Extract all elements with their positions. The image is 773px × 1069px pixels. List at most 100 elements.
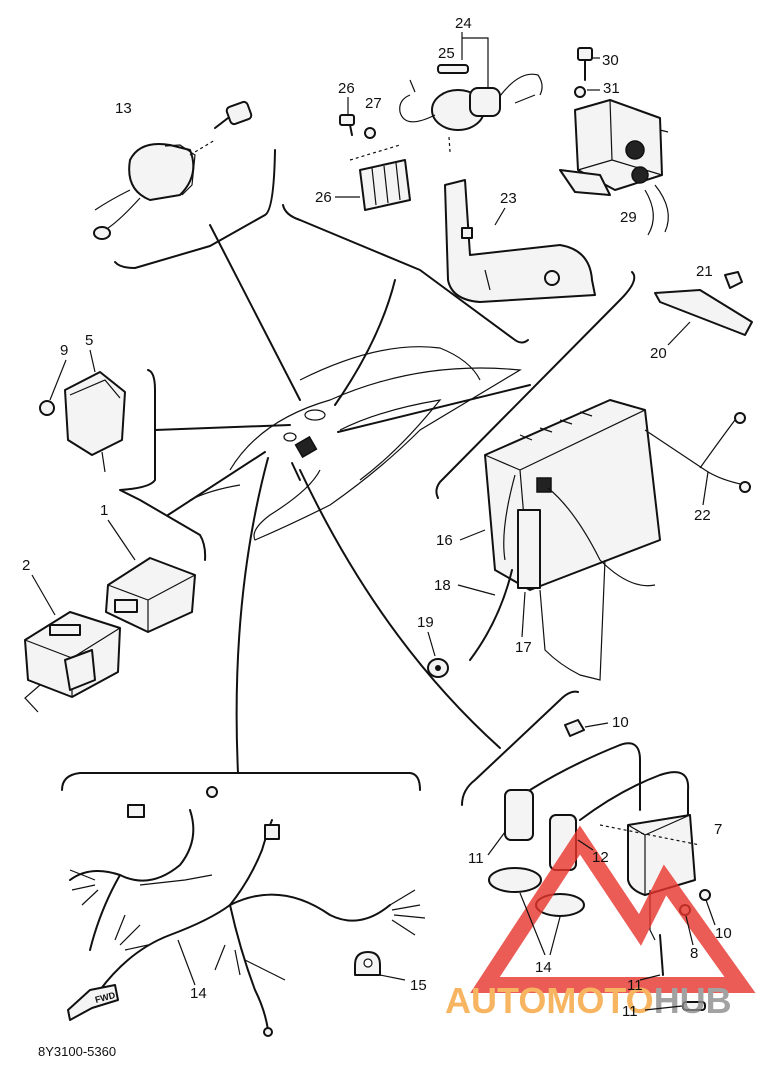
cdi-edges: [107, 574, 196, 632]
label-11-a: 11: [468, 850, 484, 867]
key-blade: [214, 117, 229, 129]
battery-lead: [547, 487, 656, 587]
washer-28: [364, 127, 376, 139]
relay-cap: [469, 87, 501, 117]
lead-rectifier: [154, 424, 291, 431]
label-21: 21: [696, 263, 713, 280]
label-19: 19: [417, 614, 434, 631]
label-25: 25: [438, 45, 455, 62]
harness-plug-1: [127, 804, 145, 818]
leader-10: [644, 1005, 683, 1011]
harness-end-terminal: [263, 1027, 273, 1037]
bracket-harness: [61, 772, 421, 791]
harness-lead: [139, 874, 213, 886]
screw-10: [682, 1001, 706, 1011]
main-switch: [93, 100, 253, 240]
label-9: 10: [612, 714, 629, 731]
starter-relay-foot: [559, 169, 611, 196]
lead-relay: [334, 279, 396, 406]
relay-assembly: [399, 64, 543, 153]
tank-top: [299, 346, 481, 381]
cable-22-branch: [699, 419, 736, 469]
relay-wire-left: [399, 94, 436, 123]
harness-end-wires: [389, 889, 426, 936]
label-8: 11: [627, 977, 643, 994]
main-switch-wire-2: [107, 197, 141, 229]
starter-relay-wires: [644, 184, 669, 236]
label-29: 29: [620, 209, 637, 226]
leader-11-b: [577, 839, 594, 851]
label-11-b: 12: [592, 849, 609, 866]
battery-band: [654, 271, 753, 336]
label-24: 24: [455, 15, 472, 32]
bracket-23-hole: [544, 270, 560, 286]
relay-plug: [514, 94, 536, 104]
plug-lead-2: [579, 771, 690, 821]
battery-caps: [519, 411, 593, 441]
grommet-19-hole: [435, 665, 441, 671]
bracket-23-mark: [484, 269, 491, 291]
breather-hose: [427, 569, 513, 678]
front-tube: [189, 484, 241, 501]
clamp-hole: [363, 958, 373, 968]
leader-4: [49, 359, 67, 401]
label-30: 30: [602, 52, 619, 69]
washer-31: [574, 86, 586, 98]
battery: [484, 399, 661, 681]
frame-box: [294, 435, 318, 459]
harness-branch-top: [69, 809, 195, 882]
leader-23: [494, 207, 506, 226]
label-16: 16: [436, 532, 453, 549]
lead-cdi: [167, 451, 266, 516]
plug-lead-1: [529, 742, 641, 811]
leader-19: [427, 631, 436, 657]
terminal-tab: [659, 129, 669, 133]
frame-mount-1: [304, 409, 326, 421]
label-22: 22: [694, 507, 711, 524]
harness-main: [99, 893, 391, 991]
bracket-23-body: [444, 179, 596, 303]
leader-6: [685, 915, 694, 946]
battery-cable: [644, 412, 751, 493]
bracket-relay-group: [282, 204, 529, 344]
label-10: 11: [622, 1003, 638, 1020]
battery-frame: [539, 559, 606, 681]
watermark-part-hub: HUB: [654, 980, 732, 1021]
ignition-coil: [488, 719, 711, 941]
callout-labels: 13 24 25 26 27 26 23 30 31 29 21 20 9 5 …: [22, 15, 732, 1020]
label-28: 27: [365, 95, 382, 112]
harness-ring: [206, 786, 218, 798]
lead-battery: [337, 384, 531, 433]
nut-21: [724, 271, 743, 289]
nut-4: [39, 400, 55, 416]
screws: [659, 934, 706, 1011]
key-head: [225, 100, 253, 126]
relay-wire-right: [499, 73, 543, 97]
cdi-connector: [114, 599, 138, 613]
coil-guide: [599, 824, 701, 846]
harness-left-wires: [69, 869, 99, 906]
label-3: 5: [85, 332, 93, 349]
label-31: 31: [603, 80, 620, 97]
label-27: 26: [338, 80, 355, 97]
label-17: 17: [515, 639, 532, 656]
relay-guide: [448, 136, 451, 153]
bolt-27-shank: [349, 124, 353, 136]
bracket-ignition-coil: [461, 690, 579, 806]
leader-8: [639, 974, 661, 981]
label-7: 10: [715, 925, 732, 942]
tank-side: [339, 399, 442, 481]
cable-22-main: [644, 429, 746, 486]
leader-11-a: [487, 831, 506, 856]
clip-9: [564, 719, 585, 737]
lead-lines: [154, 224, 531, 774]
battery-vent-hose: [503, 474, 516, 561]
clamp-lead: [379, 974, 406, 981]
leader-22: [702, 471, 709, 506]
cable-22-ring-2: [739, 481, 751, 493]
label-2: 2: [22, 557, 30, 574]
cdi-plug: [24, 684, 41, 713]
plate-slots: [371, 162, 401, 206]
lead-coil: [299, 469, 501, 749]
